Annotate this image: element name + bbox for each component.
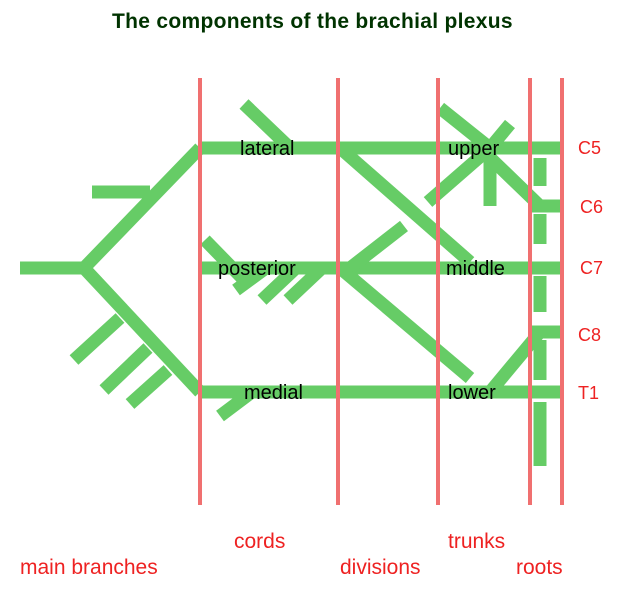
- nerve-medial-branch: [216, 386, 256, 422]
- nerve-fan-lower: [79, 263, 205, 397]
- section-dividers: [198, 78, 564, 505]
- nerve-branch-d: [125, 365, 173, 409]
- section-label-cords: cords: [234, 530, 285, 553]
- section-label-main-branches: main branches: [20, 556, 158, 579]
- section-label-trunks: trunks: [448, 530, 505, 553]
- label-lower: lower: [448, 382, 496, 404]
- nerve-posterior-branch-c: [257, 263, 301, 305]
- root-label-c6: C6: [580, 197, 603, 217]
- nerve-posterior-branch-a: [200, 235, 249, 285]
- diagram-title: The components of the brachial plexus: [112, 10, 513, 33]
- section-label-roots: roots: [516, 556, 563, 579]
- nerve-posterior-branch-b: [232, 262, 270, 296]
- section-labels: main branches cords divisions trunks roo…: [20, 530, 563, 579]
- nerve-division-posterior-to-lower: [335, 263, 475, 383]
- nerve-paths: [20, 99, 562, 466]
- root-label-c7: C7: [580, 258, 603, 278]
- label-medial: medial: [244, 382, 303, 404]
- nerve-posterior-branch-d: [283, 263, 327, 305]
- nerve-branch-c: [99, 343, 153, 395]
- root-labels: C5 C6 C7 C8 T1: [578, 138, 603, 403]
- label-posterior: posterior: [218, 258, 296, 280]
- nerve-division-posterior-up: [346, 220, 408, 274]
- root-label-t1: T1: [578, 383, 599, 403]
- label-middle: middle: [446, 258, 505, 280]
- nerve-upper-trunk-arm: [485, 119, 515, 153]
- label-lateral: lateral: [240, 138, 294, 160]
- label-upper: upper: [448, 138, 499, 160]
- root-label-c8: C8: [578, 325, 601, 345]
- nerve-lateral-branch: [239, 99, 295, 153]
- nerve-upper-trunk-tip: [435, 102, 495, 154]
- root-label-c5: C5: [578, 138, 601, 158]
- nerve-division-lateral-to-middle: [335, 143, 475, 267]
- node-labels: lateral posterior medial upper middle lo…: [218, 138, 505, 404]
- section-label-divisions: divisions: [340, 556, 421, 579]
- nerve-lower-to-middle: [485, 327, 545, 397]
- nerve-fan-upper: [79, 143, 205, 273]
- nerve-branch-b: [69, 313, 125, 365]
